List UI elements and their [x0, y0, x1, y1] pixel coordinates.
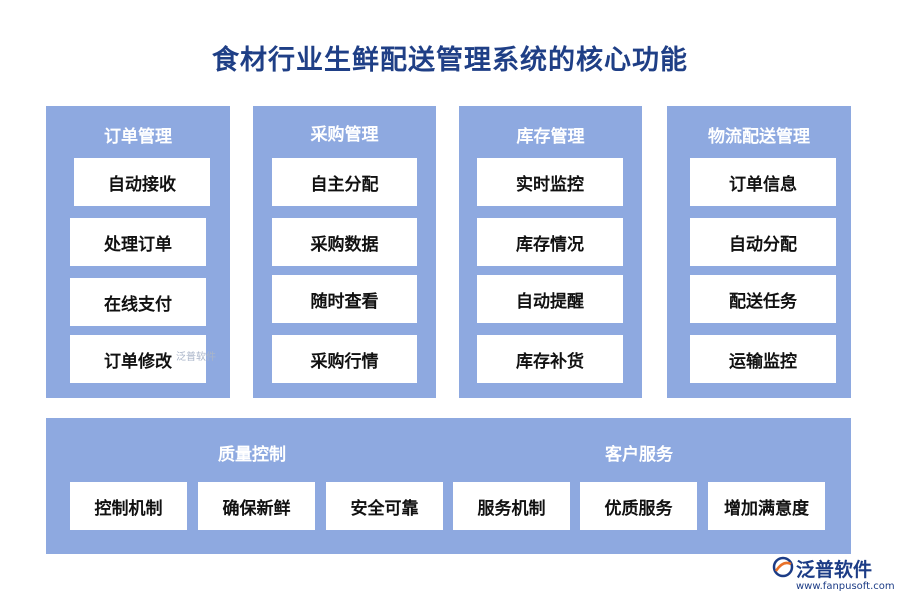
- item-box: 订单信息: [690, 158, 836, 206]
- item-box: 随时查看: [272, 275, 417, 323]
- brand-url: www.fanpusoft.com: [796, 581, 895, 592]
- item-box: 运输监控: [690, 335, 836, 383]
- item-box: 采购行情: [272, 335, 417, 383]
- watermark: 泛普软件: [176, 348, 216, 363]
- item-box: 自动接收: [74, 158, 210, 206]
- column-inventory-management: 库存管理 实时监控 库存情况 自动提醒 库存补货: [459, 106, 642, 398]
- item-box: 控制机制: [70, 482, 187, 530]
- brand-logo: 泛普软件 www.fanpusoft.com: [772, 554, 895, 596]
- bottom-panel: 质量控制 客户服务 控制机制 确保新鲜 安全可靠 服务机制 优质服务 增加满意度: [46, 418, 851, 554]
- column-heading: 库存管理: [516, 127, 585, 147]
- column-logistics-management: 物流配送管理 订单信息 自动分配 配送任务 运输监控: [667, 106, 851, 398]
- item-box: 实时监控: [477, 158, 623, 206]
- item-box: 在线支付: [70, 278, 206, 326]
- quality-control-heading: 质量控制: [218, 445, 286, 465]
- brand-mark-icon: [772, 556, 794, 578]
- item-box: 自动提醒: [477, 275, 623, 323]
- item-box: 库存情况: [477, 218, 623, 266]
- watermark-logo: 泛普软件: [176, 352, 216, 363]
- item-box: 确保新鲜: [198, 482, 315, 530]
- column-purchase-management: 采购管理 自主分配 采购数据 随时查看 采购行情: [253, 106, 436, 398]
- item-box: 处理订单: [70, 218, 206, 266]
- column-heading: 订单管理: [104, 127, 172, 147]
- item-box: 自主分配: [272, 158, 417, 206]
- column-order-management: 订单管理 自动接收 处理订单 在线支付 订单修改: [46, 106, 230, 398]
- item-box: 采购数据: [272, 218, 417, 266]
- item-box: 配送任务: [690, 275, 836, 323]
- page-title: 食材行业生鲜配送管理系统的核心功能: [212, 45, 688, 76]
- column-heading: 采购管理: [310, 125, 379, 145]
- item-box: 服务机制: [453, 482, 570, 530]
- brand-name: 泛普软件: [796, 559, 873, 581]
- item-box: 库存补货: [477, 335, 623, 383]
- item-box: 安全可靠: [326, 482, 443, 530]
- item-box: 自动分配: [690, 218, 836, 266]
- column-heading: 物流配送管理: [708, 127, 810, 147]
- customer-service-heading: 客户服务: [605, 445, 673, 465]
- item-box: 增加满意度: [708, 482, 825, 530]
- item-box: 优质服务: [580, 482, 697, 530]
- item-box: 订单修改: [70, 335, 206, 383]
